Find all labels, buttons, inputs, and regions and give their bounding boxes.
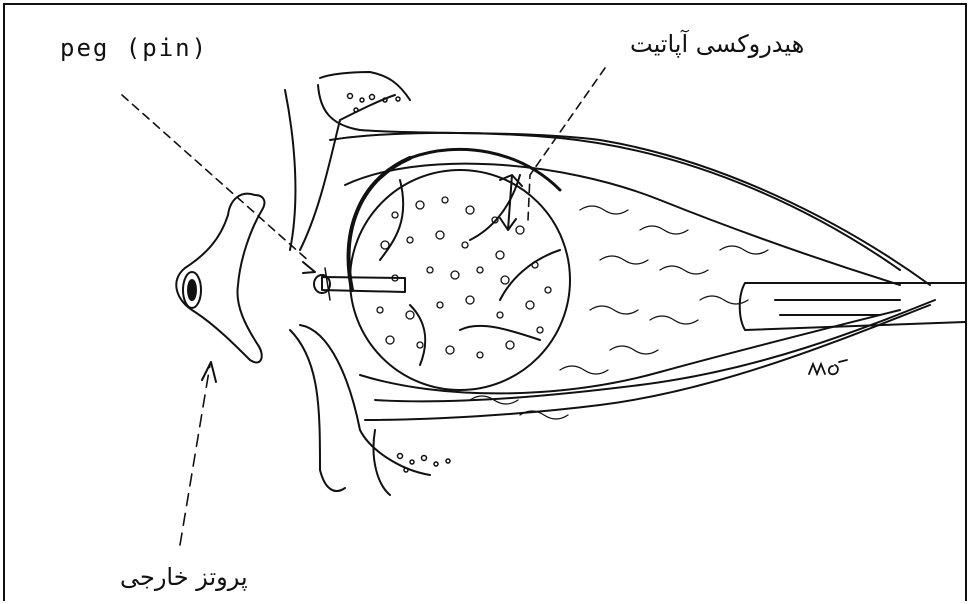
prosthesis-leader-line (180, 365, 210, 545)
label-hydroxyapatite: هیدروکسی آپاتیت (630, 30, 804, 58)
orbital-implant-sphere (350, 170, 570, 390)
peg-leader-line (122, 95, 310, 262)
hydroxyapatite-leader-line (528, 68, 605, 220)
external-prosthesis (176, 194, 264, 363)
upper-eyelid (285, 90, 395, 250)
label-external-prosthesis: پروتز خارجی (120, 563, 248, 591)
upper-orbital-rim (318, 85, 930, 285)
muscle-cone-upper (345, 164, 900, 285)
artist-signature (805, 352, 855, 382)
lower-eyelid (290, 330, 345, 491)
label-peg-pin: peg (pin) (60, 34, 208, 62)
